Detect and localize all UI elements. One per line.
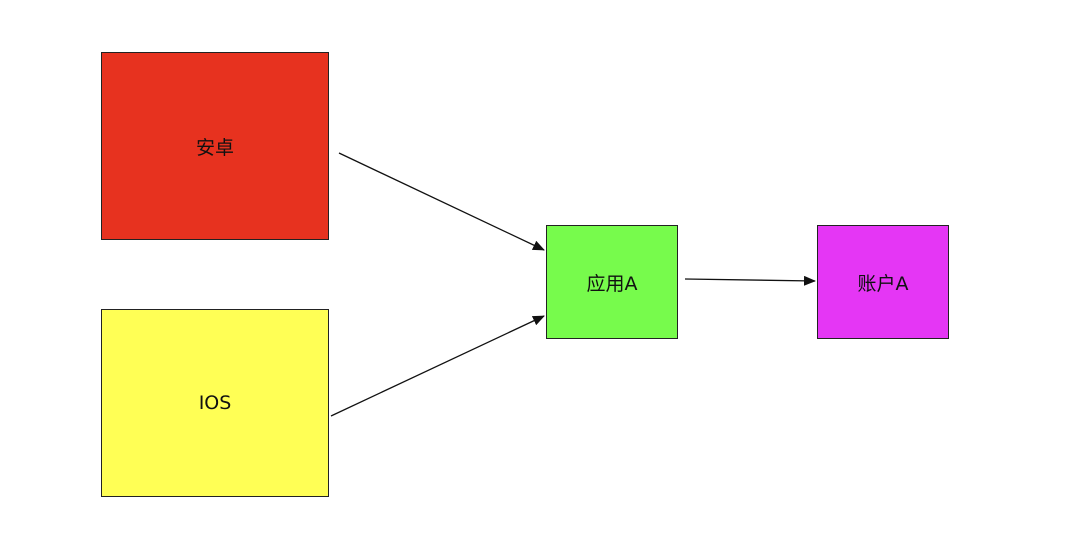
node-android[interactable]: 安卓 bbox=[101, 52, 329, 240]
node-ios[interactable]: IOS bbox=[101, 309, 329, 497]
node-app[interactable]: 应用A bbox=[546, 225, 678, 339]
node-account-label: 账户A bbox=[857, 272, 909, 295]
node-app-label: 应用A bbox=[586, 272, 638, 295]
edge-ios-to-app bbox=[330, 315, 545, 417]
node-ios-label: IOS bbox=[198, 392, 232, 414]
edge-app-to-account bbox=[684, 275, 816, 286]
node-android-label: 安卓 bbox=[195, 136, 234, 159]
edge-android-to-app bbox=[338, 152, 545, 251]
node-account[interactable]: 账户A bbox=[817, 225, 949, 339]
